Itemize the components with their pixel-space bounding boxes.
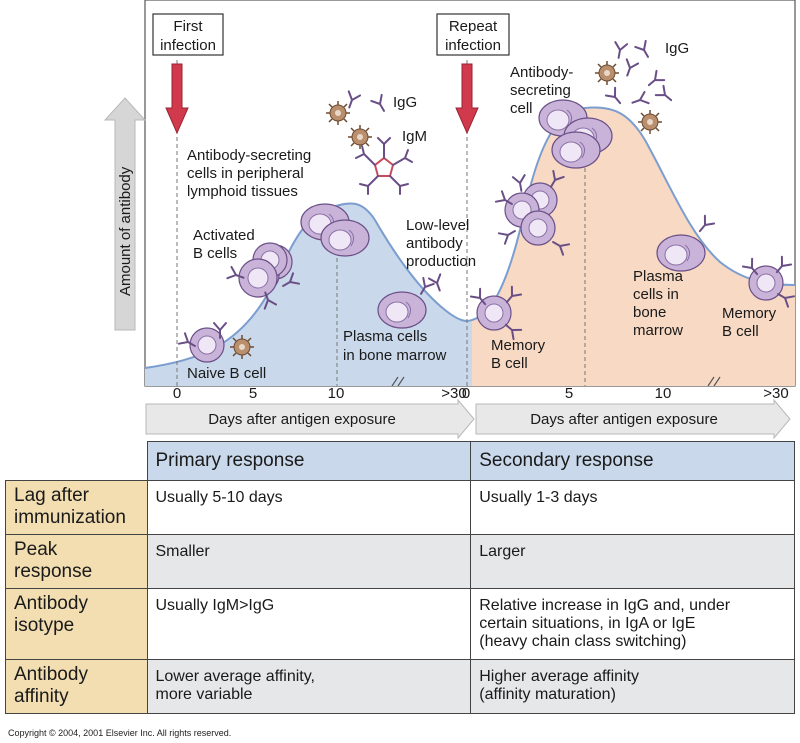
cell-peak-secondary: Larger <box>470 534 795 589</box>
plasma-primary-label-1: Plasma cells <box>343 328 427 345</box>
primary-ticks: 0 5 10 >30 <box>173 385 467 402</box>
x-axis-arrow-secondary <box>475 398 791 440</box>
y-axis-label: Amount of antibody <box>117 166 134 296</box>
tick-primary-5: 5 <box>249 385 257 402</box>
low-level-label-1: Low-level <box>406 217 469 234</box>
memory-b-left-label-1: Memory <box>491 337 546 354</box>
tick-primary-30: >30 <box>441 385 466 402</box>
plasma-secondary-label-3: bone <box>633 304 666 321</box>
x-axis-label-primary: Days after antigen exposure <box>208 411 396 428</box>
low-level-label-3: production <box>406 253 476 270</box>
primary-response-area <box>145 203 472 386</box>
tick-secondary-5: 5 <box>565 385 573 402</box>
table-corner <box>5 441 147 481</box>
x-axis-arrow-primary <box>145 398 475 440</box>
repeat-infection-box <box>436 13 510 56</box>
repeat-infection-label-1: Repeat <box>449 18 498 35</box>
secreting-peripheral-label-1: Antibody-secreting <box>187 147 311 164</box>
naive-b-cell-label: Naive B cell <box>187 365 266 382</box>
cell-affinity-secondary: Higher average affinity(affinity maturat… <box>470 659 795 714</box>
igg-secondary-label: IgG <box>665 40 689 57</box>
igm-label: IgM <box>402 128 427 145</box>
copyright-notice: Copyright © 2004, 2001 Elsevier Inc. All… <box>8 728 232 738</box>
igg-primary-label: IgG <box>393 94 417 111</box>
tick-primary-0: 0 <box>173 385 181 402</box>
secondary-ticks: 0 5 10 >30 <box>462 385 789 402</box>
response-comparison-table: Primary response Secondary response Lag … <box>5 441 795 714</box>
y-axis-arrow <box>103 97 147 331</box>
memory-b-left-label-2: B cell <box>491 355 528 372</box>
secreting-peripheral-label-3: lymphoid tissues <box>187 183 298 200</box>
cell-lag-secondary: Usually 1-3 days <box>470 480 795 535</box>
secreting-secondary-label-3: cell <box>510 100 533 117</box>
secreting-secondary-label-1: Antibody- <box>510 64 573 81</box>
secreting-peripheral-label-2: cells in peripheral <box>187 165 304 182</box>
first-infection-box <box>152 13 224 56</box>
tick-secondary-30: >30 <box>763 385 788 402</box>
cell-lag-primary: Usually 5-10 days <box>146 480 472 535</box>
header-primary-response: Primary response <box>146 441 472 481</box>
first-infection-label-2: infection <box>160 37 216 54</box>
first-infection-label-1: First <box>173 18 203 35</box>
activated-b-cells <box>226 242 301 310</box>
cell-affinity-primary: Lower average affinity,more variable <box>146 659 472 714</box>
plasma-secondary-label-4: marrow <box>633 322 683 339</box>
secondary-response-area <box>472 107 795 387</box>
first-infection-arrow <box>165 63 189 135</box>
repeat-infection-label-2: infection <box>445 37 501 54</box>
tick-secondary-10: 10 <box>655 385 672 402</box>
plasma-secondary-label-2: cells in <box>633 286 679 303</box>
axis-break-marks <box>391 376 721 387</box>
tick-secondary-0: 0 <box>462 385 470 402</box>
activated-b-label-1: Activated <box>193 227 255 244</box>
x-axis-label-secondary: Days after antigen exposure <box>530 411 718 428</box>
activated-b-label-2: B cells <box>193 245 237 262</box>
memory-b-right-label-1: Memory <box>722 305 777 322</box>
cell-isotype-primary: Usually IgM>IgG <box>146 588 472 660</box>
cell-peak-primary: Smaller <box>146 534 472 589</box>
repeat-infection-arrow <box>455 63 479 135</box>
memory-b-right-label-2: B cell <box>722 323 759 340</box>
header-secondary-response: Secondary response <box>470 441 795 481</box>
plasma-primary-label-2: in bone marrow <box>343 347 447 364</box>
tick-primary-10: 10 <box>328 385 345 402</box>
plasma-secondary-label-1: Plasma <box>633 268 684 285</box>
day-gridlines <box>176 60 586 386</box>
secreting-secondary-label-2: secreting <box>510 82 571 99</box>
low-level-label-2: antibody <box>406 235 463 252</box>
igg-igm-primary <box>325 90 413 195</box>
